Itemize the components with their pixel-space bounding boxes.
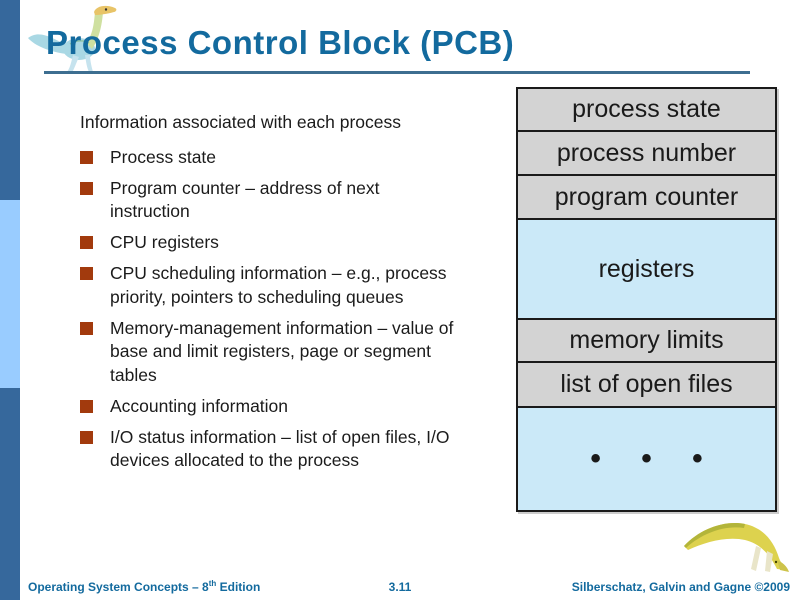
pcb-diagram: process state process number program cou… [516, 87, 777, 512]
bullet-text: Accounting information [110, 395, 289, 416]
footer: Operating System Concepts – 8th Edition … [0, 578, 800, 596]
pcb-row-process-number: process number [518, 130, 775, 174]
list-item: Process state [80, 146, 510, 170]
accent-bar-bottom-segment [0, 388, 20, 600]
list-item: CPU scheduling information – e.g., proce… [80, 262, 510, 309]
bullet-text: I/O status information – list of open fi… [110, 426, 450, 471]
bullet-square-icon [80, 399, 93, 413]
pcb-row-process-state: process state [518, 89, 775, 130]
accent-bar-middle-segment [0, 200, 20, 388]
pcb-row-program-counter: program counter [518, 174, 775, 218]
bullet-square-icon [80, 321, 93, 335]
accent-bar-top-segment [0, 0, 20, 200]
page-title: Process Control Block (PCB) [46, 24, 515, 61]
list-item: I/O status information – list of open fi… [80, 426, 510, 473]
bullet-text: CPU registers [110, 232, 219, 252]
bullet-square-icon [80, 150, 93, 164]
footer-book-title: Operating System Concepts – 8th Edition [28, 579, 261, 594]
bullet-text: Process state [110, 146, 217, 167]
list-item: Program counter – address of next instru… [80, 177, 510, 224]
dinosaur-logo-icon [28, 5, 117, 73]
title-underline [44, 71, 750, 74]
bullet-text: Memory-management information – value of… [110, 317, 454, 385]
list-item: Accounting information [80, 395, 510, 419]
list-item: CPU registers [80, 231, 510, 255]
pcb-row-registers: registers [518, 218, 775, 318]
pcb-row-ellipsis: • • • [518, 406, 775, 510]
bullet-square-icon [80, 430, 93, 444]
pcb-row-list-of-open-files: list of open files [518, 361, 775, 406]
bullet-text: CPU scheduling information – e.g., proce… [110, 263, 447, 307]
pcb-row-memory-limits: memory limits [518, 318, 775, 361]
bullet-list: Process state Program counter – address … [80, 146, 510, 473]
bullet-square-icon [80, 181, 93, 195]
footer-page-number: 3.11 [388, 580, 412, 594]
list-item: Memory-management information – value of… [80, 317, 510, 388]
bullet-content: Information associated with each process… [80, 111, 510, 480]
bullet-square-icon [80, 236, 93, 249]
dinosaur-logo-icon [684, 523, 789, 572]
footer-authors: Silberschatz, Galvin and Gagne ©2009 [571, 580, 790, 594]
intro-text: Information associated with each process [80, 112, 401, 132]
bullet-square-icon [80, 267, 93, 280]
left-accent-bar [0, 0, 20, 600]
bullet-text: Program counter – address of next instru… [110, 177, 380, 222]
